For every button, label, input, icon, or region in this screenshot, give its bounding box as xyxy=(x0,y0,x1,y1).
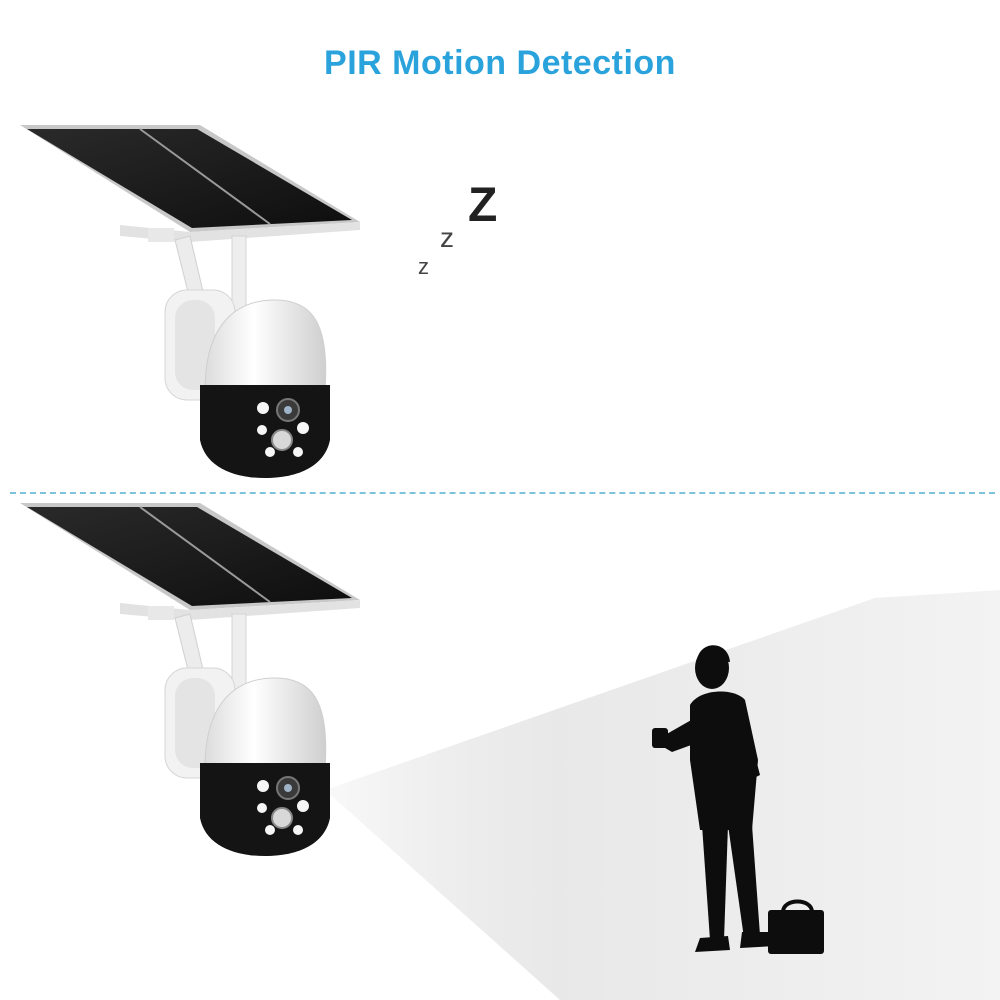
sleep-z-small: z xyxy=(418,254,429,279)
solar-camera-idle xyxy=(19,124,361,479)
dashed-divider xyxy=(10,492,995,494)
solar-camera-active xyxy=(19,502,361,857)
page-title: PIR Motion Detection xyxy=(324,44,676,82)
sleep-z-medium: z xyxy=(440,222,454,253)
sleep-z-large: Z xyxy=(468,179,498,232)
person-silhouette xyxy=(652,645,776,952)
detection-beam xyxy=(325,590,1000,1000)
briefcase xyxy=(768,899,824,954)
